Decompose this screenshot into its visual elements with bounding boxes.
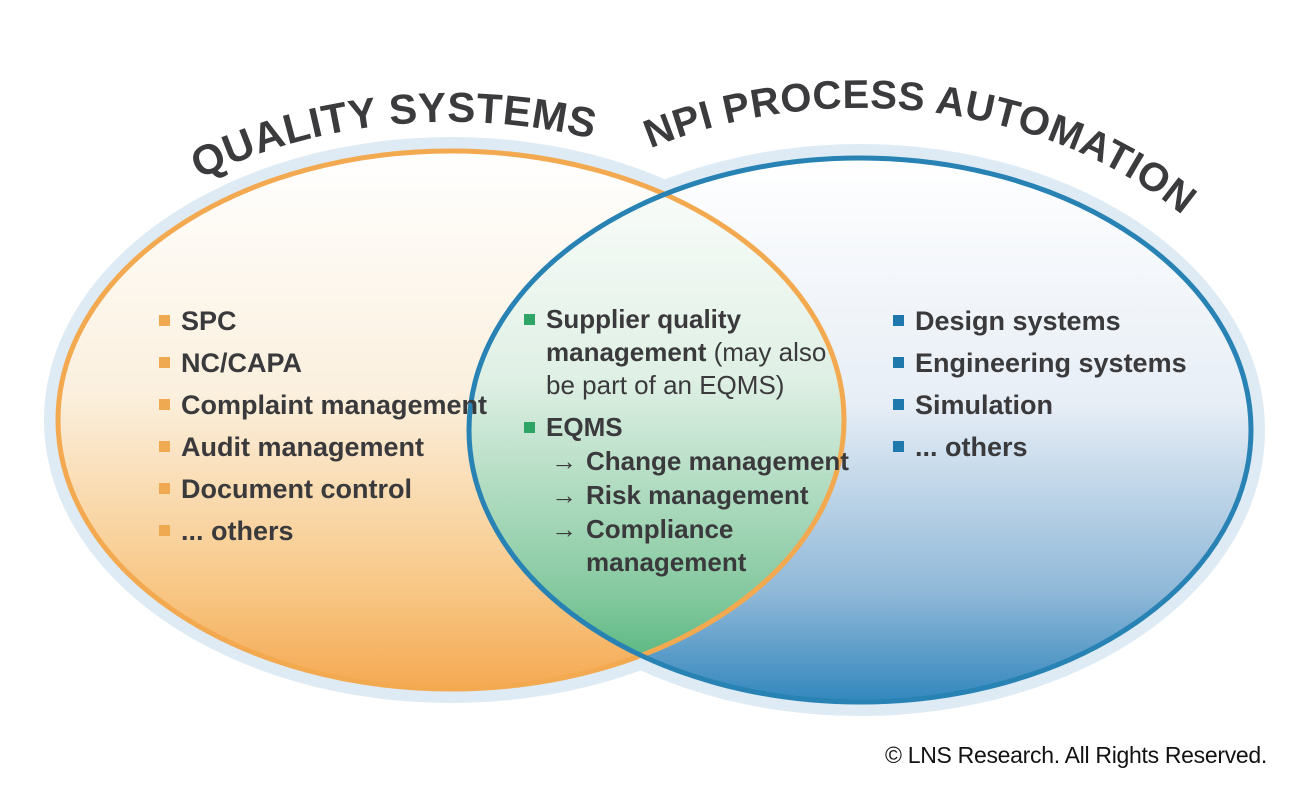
- left-ellipse-outline: [55, 148, 847, 692]
- list-item: Document control: [159, 474, 487, 504]
- list-item-label: Supplier quality management (may also be…: [546, 303, 826, 402]
- text-line: Risk management: [586, 480, 809, 510]
- list-item-label: ... others: [181, 516, 294, 546]
- npi-process-automation-list: Design systems Engineering systems Simul…: [893, 306, 1187, 474]
- copyright-notice: © LNS Research. All Rights Reserved.: [885, 742, 1267, 768]
- square-bullet-icon: [159, 315, 170, 326]
- list-item-label: ... others: [915, 432, 1028, 462]
- text-line: management: [586, 547, 747, 577]
- list-item-label: Engineering systems: [915, 348, 1187, 378]
- sub-list-item-label: Risk management: [586, 479, 809, 512]
- square-bullet-icon: [524, 314, 535, 325]
- square-bullet-icon: [893, 441, 904, 452]
- square-bullet-icon: [893, 315, 904, 326]
- list-item: NC/CAPA: [159, 348, 487, 378]
- square-bullet-icon: [893, 357, 904, 368]
- bold-text: Supplier quality: [546, 304, 742, 334]
- square-bullet-icon: [159, 357, 170, 368]
- list-item-label: SPC: [181, 306, 237, 336]
- list-item-label: Simulation: [915, 390, 1054, 420]
- list-item: ... others: [893, 432, 1187, 462]
- arrow-right-icon: →: [551, 446, 577, 476]
- list-item-label: Audit management: [181, 432, 425, 462]
- square-bullet-icon: [524, 422, 535, 433]
- sub-list-item-label: Compliance management: [586, 513, 746, 579]
- sub-list-item-label: Change management: [586, 445, 849, 478]
- right-ellipse-outline: [466, 155, 1254, 705]
- bold-text: management: [546, 337, 707, 367]
- list-item: Design systems: [893, 306, 1187, 336]
- sub-list-item: → Risk management: [551, 479, 849, 512]
- arrow-right-icon: →: [551, 480, 577, 510]
- square-bullet-icon: [159, 525, 170, 536]
- list-item: Engineering systems: [893, 348, 1187, 378]
- list-item-label: Complaint management: [181, 390, 488, 420]
- sub-list-item: → Change management: [551, 445, 849, 478]
- list-item: Audit management: [159, 432, 487, 462]
- list-item-label: NC/CAPA: [181, 348, 302, 378]
- list-item: SPC: [159, 306, 487, 336]
- square-bullet-icon: [159, 399, 170, 410]
- text-line: be part of an EQMS): [546, 369, 826, 402]
- list-item-label: Document control: [181, 474, 413, 504]
- list-item: ... others: [159, 516, 487, 546]
- text-line: Change management: [586, 446, 849, 476]
- text-line: Compliance: [586, 514, 734, 544]
- list-item-label: Design systems: [915, 306, 1121, 336]
- square-bullet-icon: [159, 441, 170, 452]
- list-item: Complaint management: [159, 390, 487, 420]
- normal-text: be part of an EQMS): [546, 370, 785, 400]
- arrow-right-icon: →: [551, 514, 577, 544]
- square-bullet-icon: [893, 399, 904, 410]
- text-line: management (may also: [546, 336, 826, 369]
- text-line: Supplier quality: [546, 303, 826, 336]
- list-item: Supplier quality management (may also be…: [524, 303, 849, 402]
- list-item: Simulation: [893, 390, 1187, 420]
- list-item: EQMS: [524, 411, 849, 444]
- normal-text: (may also: [706, 337, 827, 367]
- list-item-label: EQMS: [546, 412, 623, 442]
- square-bullet-icon: [159, 483, 170, 494]
- quality-systems-list: SPC NC/CAPA Complaint management Audit m…: [159, 306, 487, 558]
- overlap-region: [469, 158, 844, 689]
- sub-list-item: → Compliance management: [551, 513, 849, 579]
- overlap-list: Supplier quality management (may also be…: [524, 303, 849, 579]
